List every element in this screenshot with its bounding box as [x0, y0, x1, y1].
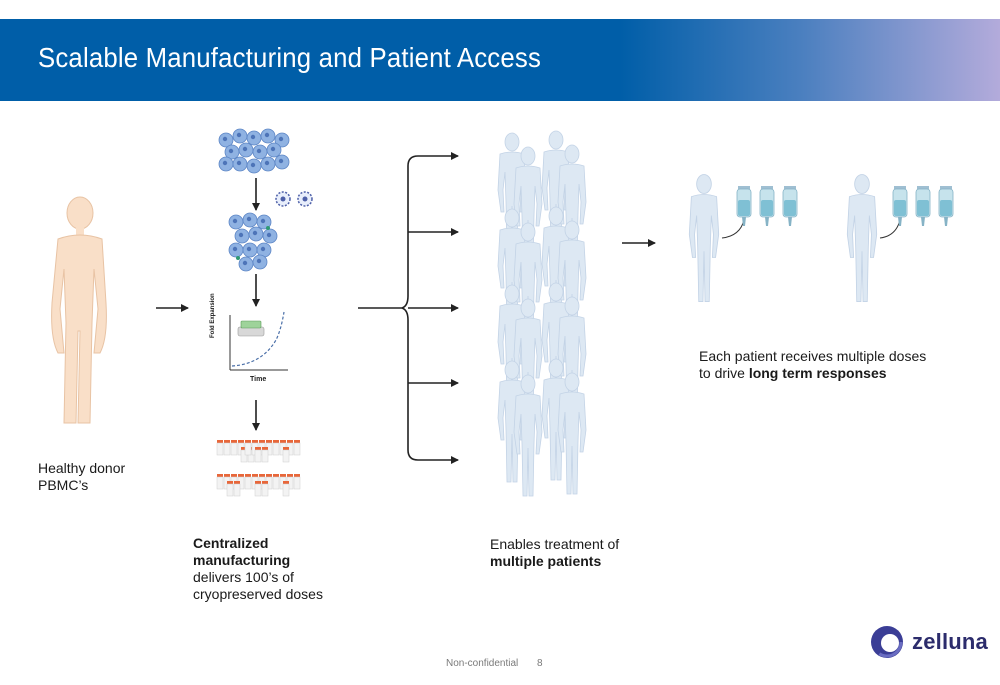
treatment-label: Enables treatment of multiple patients: [490, 536, 650, 570]
doses-label-bold: long term responses: [748, 365, 887, 381]
manufacturing-label: Centralized manufacturing delivers 100’s…: [193, 535, 338, 603]
patient-with-infusions-1: [688, 174, 798, 303]
pbmc-cell-cluster: [218, 128, 290, 174]
footer-page-number: 8: [537, 658, 543, 669]
chart-ylabel: Fold Expansion: [210, 293, 216, 338]
manufacturing-label-bold: Centralized manufacturing: [193, 535, 291, 568]
header-banner: [0, 19, 1000, 101]
donor-figure: [51, 196, 107, 424]
footer-classification: Non-confidential: [446, 658, 519, 669]
donor-label: Healthy donor PBMC’s: [38, 460, 178, 494]
treatment-label-bold: multiple patients: [490, 553, 602, 569]
treatment-label-plain: Enables treatment of: [490, 536, 620, 552]
donor-label-text: Healthy donor PBMC’s: [38, 460, 126, 493]
chart-xlabel: Time: [250, 376, 267, 383]
manufacturing-label-rest: delivers 100’s of cryopreserved doses: [193, 569, 323, 602]
patient-with-infusions-2: [846, 174, 954, 303]
zelluna-logo-text: zelluna: [912, 629, 988, 654]
doses-label: Each patient receives multiple doses to …: [699, 348, 929, 382]
viral-vector-icon: [275, 191, 313, 207]
fold-expansion-chart: [229, 311, 288, 371]
distribution-bracket: [358, 155, 419, 461]
patient-crowd: [497, 130, 587, 497]
transduced-cell-cluster: [228, 212, 278, 272]
page-title: Scalable Manufacturing and Patient Acces…: [38, 42, 542, 73]
zelluna-logo-mark: [871, 626, 903, 658]
cryopreserved-vials: [216, 439, 301, 497]
doses-label-plain: Each patient receives multiple doses to …: [699, 348, 927, 381]
